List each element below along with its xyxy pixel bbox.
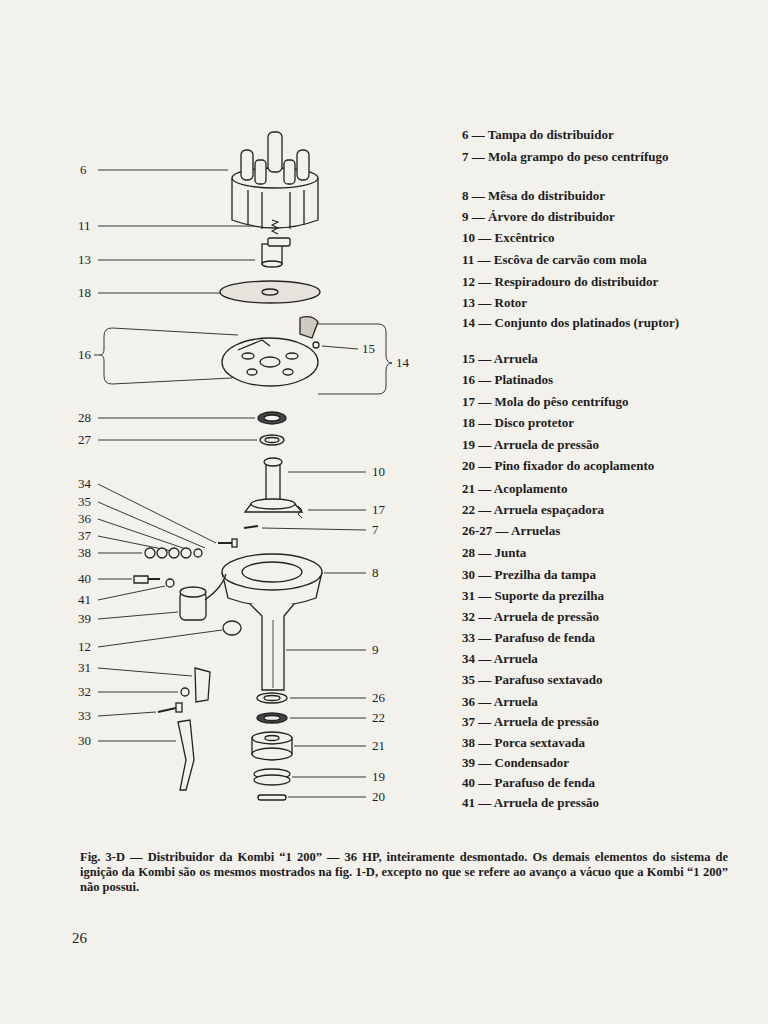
parts-list-item: 41 — Arruela de pressão [462, 794, 768, 811]
callout-number: 40 [78, 572, 91, 586]
callout-number: 22 [372, 711, 385, 725]
callout-number: 34 [78, 477, 91, 491]
parts-list-item: 26-27 — Arruelas [462, 522, 768, 539]
parts-list-item: 11 — Escôva de carvão com mola [462, 251, 768, 268]
callout-number: 31 [78, 661, 91, 675]
parts-list-item: 13 — Rotor [462, 294, 768, 311]
callout-number: 7 [372, 523, 379, 537]
parts-list-item: 30 — Prezilha da tampa [462, 566, 768, 583]
parts-list-item: 10 — Excêntrico [462, 229, 768, 246]
callout-number: 36 [78, 512, 91, 526]
callout-number: 28 [78, 411, 91, 425]
callout-number: 26 [372, 691, 385, 705]
parts-list-item: 12 — Respiradouro do distribuidor [462, 273, 768, 290]
callout-number: 16 [78, 348, 91, 362]
distributor-housing [222, 554, 322, 690]
parts-list-item: 37 — Arruela de pressão [462, 713, 768, 730]
distributor-cap [232, 132, 318, 229]
callout-number: 30 [78, 734, 91, 748]
callout-number: 9 [372, 643, 379, 657]
rotor [262, 238, 290, 267]
breaker-plate [222, 317, 319, 386]
parts-list-item: 32 — Arruela de pressão [462, 608, 768, 625]
parts-list-item: 16 — Platinados [462, 371, 768, 388]
cam [245, 458, 302, 512]
parts-list-item: 9 — Árvore do distribuidor [462, 208, 768, 225]
parts-list-item: 19 — Arruela de pressão [462, 436, 768, 453]
parts-list-item: 33 — Parafuso de fenda [462, 629, 768, 646]
callout-number: 15 [362, 342, 375, 356]
callout-number: 20 [372, 790, 385, 804]
parts-list-item: 35 — Parafuso sextavado [462, 671, 768, 688]
callout-number: 38 [78, 546, 91, 560]
callout-number: 6 [80, 163, 87, 177]
callout-number: 19 [372, 770, 385, 784]
callout-number: 35 [78, 495, 91, 509]
callout-number: 10 [372, 465, 385, 479]
parts-list-item: 18 — Disco protetor [462, 414, 768, 431]
callout-number: 12 [78, 640, 91, 654]
parts-list-item: 39 — Condensador [462, 754, 768, 771]
callout-number: 13 [78, 253, 91, 267]
callout-number: 14 [396, 356, 409, 370]
coupling-parts [252, 693, 292, 800]
parts-list-item: 20 — Pino fixador do acoplamento [462, 457, 768, 474]
parts-list-item: 14 — Conjunto dos platinados (ruptor) [462, 314, 768, 331]
callout-number: 21 [372, 739, 385, 753]
parts-list-item: 8 — Mêsa do distribuidor [462, 187, 768, 204]
small-parts [134, 539, 241, 790]
parts-list-item: 31 — Suporte da prezilha [462, 587, 768, 604]
leader-lines [94, 170, 392, 797]
page-number: 26 [72, 930, 87, 947]
callout-number: 33 [78, 709, 91, 723]
parts-list-item: 15 — Arruela [462, 350, 768, 367]
parts-list-item: 38 — Porca sextavada [462, 734, 768, 751]
parts-list-item: 17 — Mola do pêso centrífugo [462, 393, 768, 410]
parts-list-item: 28 — Junta [462, 544, 768, 561]
parts-list-item: 36 — Arruela [462, 693, 768, 710]
callout-number: 18 [78, 286, 91, 300]
callout-number: 17 [372, 503, 385, 517]
callout-number: 27 [78, 433, 91, 447]
callout-number: 39 [78, 612, 91, 626]
parts-list-item: 7 — Mola grampo do peso centrífugo [462, 148, 768, 165]
parts-list-item: 40 — Parafuso de fenda [462, 774, 768, 791]
figure-caption: Fig. 3-D — Distribuidor da Kombi “1 200”… [80, 850, 728, 895]
callout-number: 41 [78, 593, 91, 607]
callout-number: 32 [78, 685, 91, 699]
callout-number: 37 [78, 529, 91, 543]
callout-number: 11 [78, 219, 91, 233]
parts-list-item: 21 — Acoplamento [462, 480, 768, 497]
parts-list-item: 34 — Arruela [462, 650, 768, 667]
parts-list-item: 6 — Tampa do distribuidor [462, 126, 768, 143]
callout-number: 8 [372, 566, 379, 580]
parts-list-item: 22 — Arruela espaçadora [462, 501, 768, 518]
